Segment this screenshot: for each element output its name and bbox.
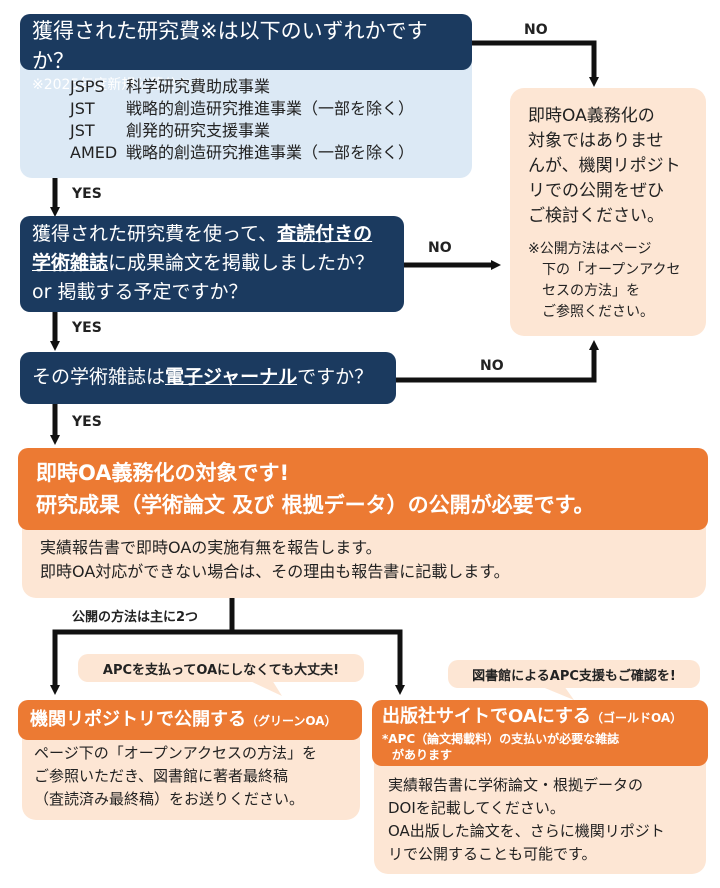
yes-label-q1: YES <box>72 186 102 202</box>
gold-desc-line: OA出版した論文を、さらに機関リポジト <box>388 822 665 840</box>
program-item: JSPS 科学研究費助成事業 <box>70 76 470 98</box>
not-target-note-line: セスの方法」を <box>542 283 640 299</box>
gold-sub-1: *APC（論文掲載料）の支払いが必要な雑誌 <box>382 732 620 746</box>
gold-sub-2: があります <box>392 748 453 762</box>
not-target-line: んが、機関リポジト <box>528 156 681 176</box>
green-oa-header: 機関リポジトリで公開する（グリーンOA） <box>18 700 362 740</box>
program-item: JST 戦略的創造研究推進事業（一部を除く） <box>70 98 470 120</box>
branch-line <box>50 598 235 695</box>
program-agency: AMED <box>70 143 118 162</box>
gold-description: 実績報告書に学術論文・根拠データの DOIを記載してください。 OA出版した論文… <box>374 760 706 874</box>
green-callout: APCを支払ってOAにしなくても大丈夫! <box>78 654 364 682</box>
program-agency: JSPS <box>70 77 105 96</box>
yes-label-q2: YES <box>72 320 102 336</box>
gold-callout: 図書館によるAPC支援もご確認を! <box>448 660 700 688</box>
q2-text-academic-journal: 学術雑誌 <box>32 252 109 274</box>
q2-text-3: or 掲載する予定ですか？ <box>32 281 248 303</box>
q2-text-peer-reviewed: 査読付きの <box>277 223 373 245</box>
program-name: 戦略的創造研究推進事業（一部を除く） <box>126 99 415 118</box>
gold-tag: （ゴールドOA） <box>590 711 683 725</box>
q1-title: 獲得された研究費※は以下のいずれかですか？ <box>32 19 428 73</box>
green-tag: （グリーンOA） <box>246 714 337 728</box>
q3-text-c: ですか？ <box>297 366 374 388</box>
q3-text-a: その学術雑誌は <box>32 366 166 388</box>
not-target-line: ご検討ください。 <box>528 206 664 226</box>
green-desc-line: ページ下の「オープンアクセスの方法」を <box>34 744 318 762</box>
program-item: JST 創発的研究支援事業 <box>70 120 470 142</box>
program-name: 戦略的創造研究推進事業（一部を除く） <box>126 143 415 162</box>
not-target-note-line: ご参照ください。 <box>542 304 654 320</box>
not-target-line: 対象ではありませ <box>528 131 664 151</box>
yes-label-q3: YES <box>72 414 102 430</box>
target-title-1: 即時OA義務化の対象です! <box>36 461 290 485</box>
q2-text-2b: に成果論文を掲載しましたか？ <box>108 252 375 274</box>
not-target-note-line: ※公開方法はページ <box>528 241 652 257</box>
program-name: 創発的研究支援事業 <box>126 121 271 140</box>
program-agency: JST <box>70 121 95 140</box>
target-desc-2: 即時OA対応ができない場合は、その理由も報告書に記載します。 <box>40 562 510 581</box>
target-desc-1: 実績報告書で即時OAの実施有無を報告します。 <box>40 538 382 557</box>
q3-text-ejournal: 電子ジャーナル <box>165 366 298 388</box>
target-title-2: 研究成果（学術論文 及び 根拠データ）の公開が必要です。 <box>36 493 595 517</box>
program-item: AMED 戦略的創造研究推進事業（一部を除く） <box>70 142 470 164</box>
gold-callout-tail <box>540 686 574 700</box>
no-label-q3: NO <box>480 358 504 374</box>
gold-desc-line: リで公開することも可能です。 <box>388 845 597 863</box>
not-target-note-line: 下の「オープンアクセ <box>542 262 681 278</box>
no-arrow-q1 <box>470 40 599 87</box>
program-name: 科学研究費助成事業 <box>126 77 271 96</box>
branch-line-right <box>232 629 405 695</box>
green-title: 機関リポジトリで公開する <box>30 709 246 730</box>
not-target-line: 即時OA義務化の <box>528 106 655 126</box>
methods-label: 公開の方法は主に2つ <box>72 610 199 625</box>
green-desc-line: （査読済み最終稿）をお送りください。 <box>34 790 305 808</box>
target-header: 即時OA義務化の対象です! 研究成果（学術論文 及び 根拠データ）の公開が必要で… <box>18 448 708 530</box>
gold-title: 出版社サイトでOAにする <box>382 706 591 727</box>
no-label-q2: NO <box>428 240 452 256</box>
no-label-q1: NO <box>524 22 548 38</box>
not-target-line: リでの公開をぜひ <box>528 181 664 201</box>
gold-desc-line: DOIを記載してください。 <box>388 799 565 817</box>
no-arrow-q3 <box>395 340 599 383</box>
q1-program-list: JSPS 科学研究費助成事業 JST 戦略的創造研究推進事業（一部を除く） JS… <box>70 76 470 164</box>
program-agency: JST <box>70 99 95 118</box>
q2-text-1a: 獲得された研究費を使って、 <box>32 223 278 245</box>
not-target-box: 即時OA義務化の 対象ではありませ んが、機関リポジト リでの公開をぜひ ご検討… <box>510 88 706 336</box>
not-target-message: 即時OA義務化の 対象ではありませ んが、機関リポジト リでの公開をぜひ ご検討… <box>520 104 696 229</box>
gold-desc-line: 実績報告書に学術論文・根拠データの <box>388 776 644 794</box>
q2-question-box: 獲得された研究費を使って、査読付きの 学術雑誌に成果論文を掲載しましたか？ or… <box>20 216 404 312</box>
q1-question-box: 獲得された研究費※は以下のいずれかですか？ ※2025年度新規公募分から <box>20 14 472 93</box>
q1-note: ※2025年度新規公募分から <box>32 77 206 93</box>
green-callout-tail <box>248 680 282 696</box>
not-target-note: ※公開方法はページ 下の「オープンアクセ セスの方法」を ご参照ください。 <box>520 239 696 323</box>
q3-question-box: その学術雑誌は電子ジャーナルですか？ <box>20 352 396 404</box>
green-desc-line: ご参照いただき、図書館に著者最終稿 <box>34 767 288 785</box>
gold-oa-header: 出版社サイトでOAにする（ゴールドOA） *APC（論文掲載料）の支払いが必要な… <box>372 700 708 766</box>
